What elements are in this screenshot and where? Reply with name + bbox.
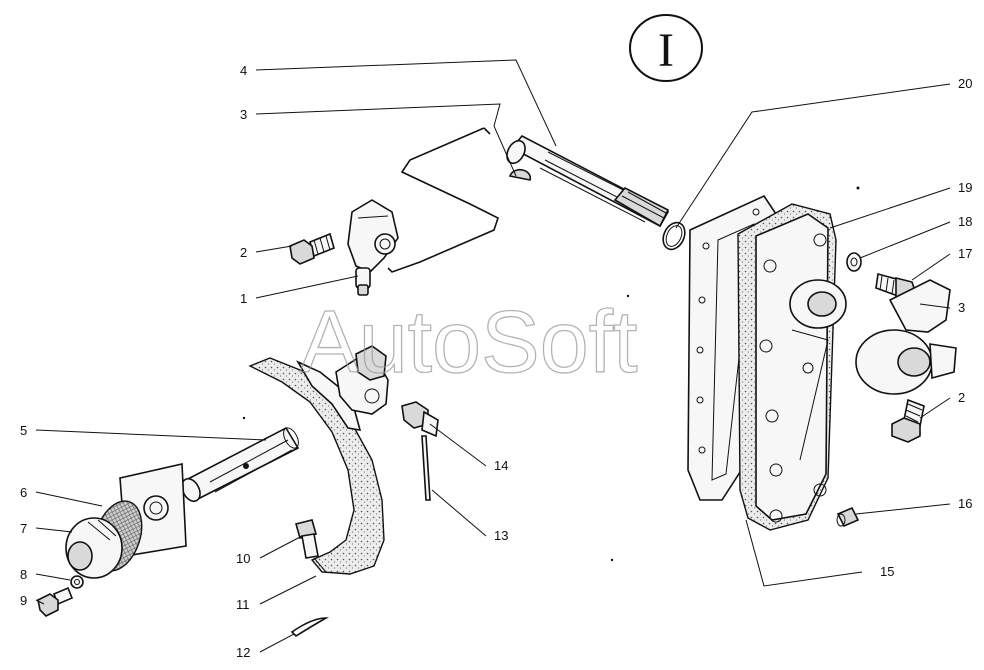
callout-3-top: 3 [240, 107, 247, 122]
leader-8 [35, 573, 71, 581]
leader-1 [255, 275, 359, 299]
leader-12 [259, 633, 295, 653]
callout-14: 14 [494, 458, 508, 473]
wire-spring-part [387, 127, 532, 273]
leader-15 [745, 519, 863, 587]
leader-2-left [255, 245, 293, 253]
dowel-part [836, 506, 860, 528]
callout-7: 7 [20, 521, 27, 536]
callout-8: 8 [20, 567, 27, 582]
leader-6 [35, 491, 103, 507]
leader-13 [431, 489, 487, 537]
shift-fork-part [248, 345, 389, 575]
leader-3-top [255, 103, 517, 177]
callout-2-left: 2 [240, 245, 247, 260]
leader-19 [829, 187, 951, 229]
callout-18: 18 [958, 214, 972, 229]
washer-part-right [846, 252, 862, 272]
callout-13: 13 [494, 528, 508, 543]
washer-part [70, 575, 84, 589]
callout-1: 1 [240, 291, 247, 306]
watermark: AutoSoft [300, 292, 638, 391]
svg-text:I: I [658, 24, 674, 77]
callout-20: 20 [958, 76, 972, 91]
bolt-part-right [891, 398, 925, 443]
thin-pin-part [421, 435, 431, 501]
leader-17 [911, 253, 951, 281]
callout-10: 10 [236, 551, 250, 566]
leader-4 [255, 59, 557, 147]
callout-2-right: 2 [958, 390, 965, 405]
bolt-part-left [289, 232, 335, 265]
lever-part [347, 199, 399, 296]
spring-clip-part [290, 617, 330, 638]
callout-labels: 4 3 20 19 18 17 3 2 16 15 2 1 5 6 7 8 9 … [20, 63, 972, 660]
lever-collar-part [855, 279, 957, 395]
cover-housing-part [737, 203, 847, 531]
leader-9 [35, 599, 45, 605]
hub-part [65, 517, 123, 579]
leader-11 [259, 575, 317, 605]
section-mark: I [629, 14, 703, 82]
bolt-part-14 [401, 401, 439, 438]
retaining-ring-part [662, 221, 686, 251]
leader-10 [259, 535, 303, 559]
callout-12: 12 [236, 645, 250, 660]
callout-15: 15 [880, 564, 894, 579]
rod-part [181, 426, 300, 503]
bolt-part-bottom-left [37, 586, 74, 617]
leader-lines [35, 59, 951, 653]
leader-14 [429, 423, 487, 467]
callout-9: 9 [20, 593, 27, 608]
leader-7 [35, 527, 73, 533]
fork-bolt-part [295, 519, 319, 559]
callout-4: 4 [240, 63, 247, 78]
leader-20 [675, 83, 951, 229]
callout-6: 6 [20, 485, 27, 500]
leader-5 [35, 429, 267, 441]
callout-5: 5 [20, 423, 27, 438]
callout-11: 11 [236, 597, 250, 612]
speck-marks [242, 186, 860, 562]
leader-3-right [919, 303, 951, 309]
callout-16: 16 [958, 496, 972, 511]
callout-17: 17 [958, 246, 972, 261]
leader-16 [855, 503, 951, 515]
callout-3-right: 3 [958, 300, 965, 315]
leader-2-right [919, 397, 951, 419]
leader-18 [859, 221, 951, 259]
callout-19: 19 [958, 180, 972, 195]
splined-shaft-part [506, 134, 670, 228]
